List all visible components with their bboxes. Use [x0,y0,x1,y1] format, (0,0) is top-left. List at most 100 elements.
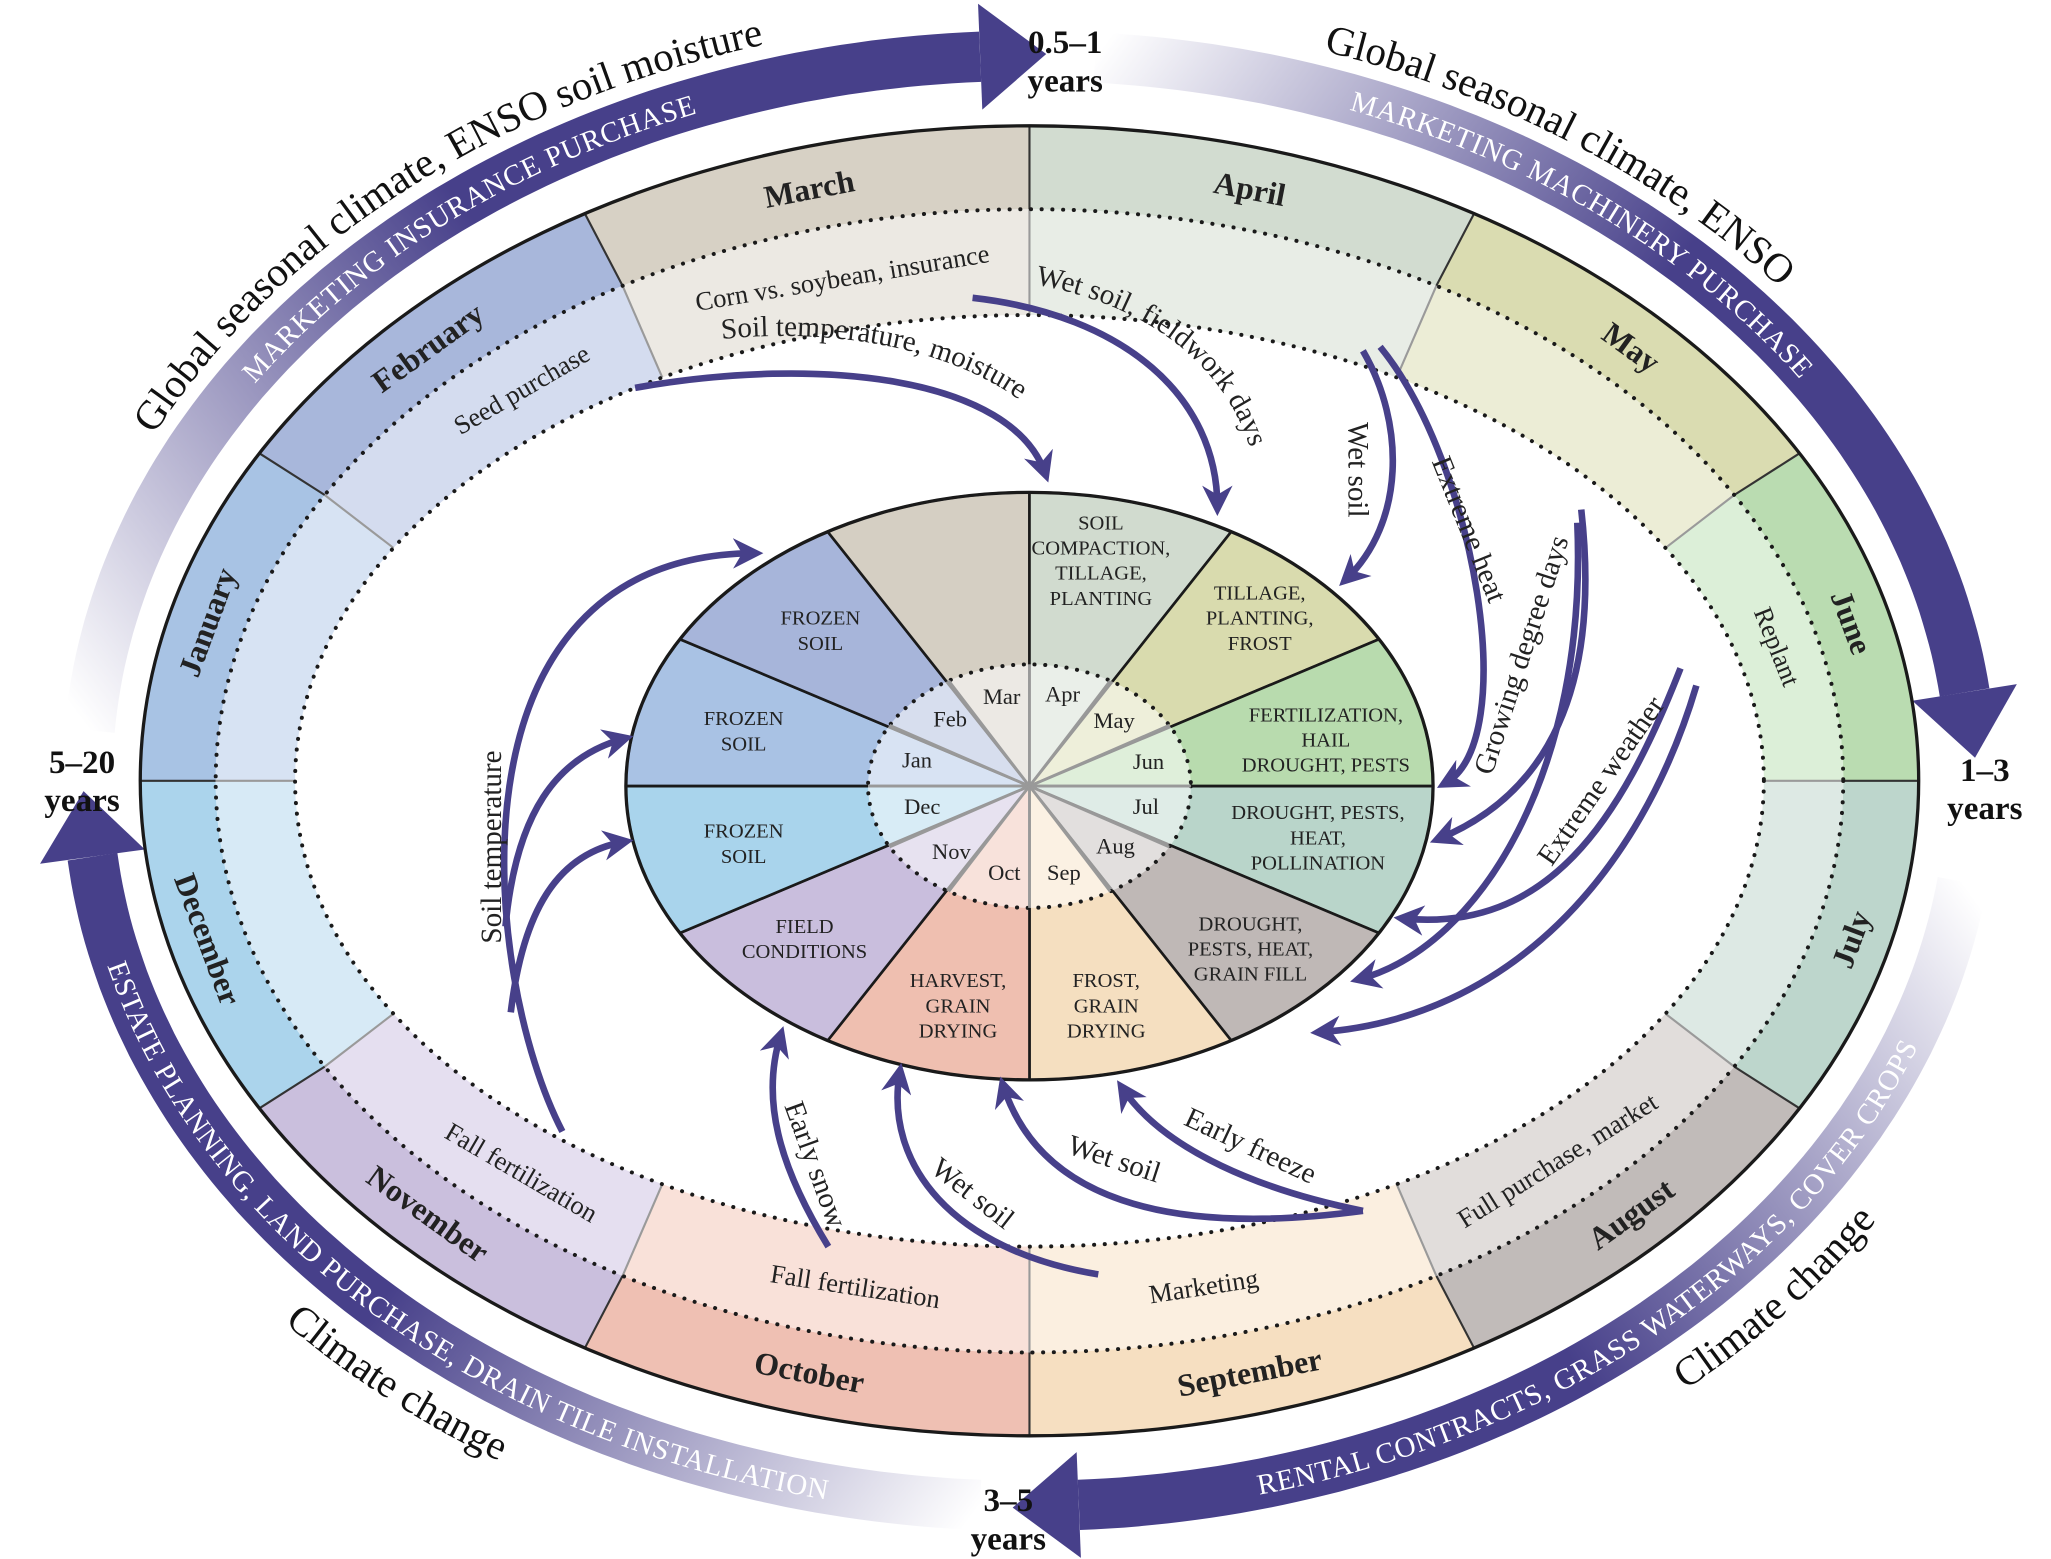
hazard-label-line: TILLAGE, [1214,583,1306,605]
influence-arrow [994,1076,1364,1223]
month-sector-january [140,453,394,781]
hazard-label-line: DROUGHT, [1199,913,1303,935]
hazard-label-line: HEAT, [1290,827,1346,849]
hazard-label: HARVEST, GRAIN DRYING [910,970,1007,1042]
month-divider [583,213,624,287]
hazard-label-line: DRYING [1067,1021,1146,1043]
hazard-label-line: CONDITIONS [742,941,867,963]
wheel-center-divider [889,784,1030,849]
month-band [584,1275,1030,1436]
arrow-band [67,852,982,1531]
month-abbreviation: Apr [1045,681,1080,706]
timescale-text: years [44,783,119,819]
hazard-label-line: GRAIN [926,995,991,1017]
wheel-center-divider [1028,785,1112,893]
month-sector-april [1029,125,1475,378]
month-abbreviation: Aug [1096,834,1135,859]
influence-arrow [502,729,634,927]
hazard-label-line: DROUGHT, PESTS, [1231,802,1404,824]
influence-label-text: Soil temperature, moisture [720,311,1034,406]
influence-arrow [881,1062,1099,1278]
month-abbreviation: Mar [983,684,1021,709]
hazard-label-line: SOIL [798,633,844,655]
hazard-label-line: SOIL [721,733,767,755]
month-sector-may [1396,213,1800,548]
activity-divider [1664,1012,1735,1068]
activity-divider [1395,1183,1438,1277]
month-sector-june [1665,453,1919,781]
month-band [1029,125,1475,286]
arrow-band [1077,877,1988,1531]
arrowhead-icon [40,791,145,864]
activity-band [324,1013,663,1276]
influence-arrow [500,538,764,1134]
timescale-text: 5–20 [49,745,115,781]
arrowhead-icon [978,3,1047,110]
activity-divider [621,285,664,378]
hazard-label-line: PESTS, HEAT, [1188,938,1313,960]
month-band [1436,213,1800,496]
hazard-label-line: GRAIN FILL [1194,964,1307,986]
timescale-text: 3–5 [983,1483,1033,1519]
activity-divider [324,1012,395,1068]
activity-divider [324,494,395,549]
month-divider [258,1065,326,1110]
timescale-text: years [971,1522,1046,1558]
month-band [1436,1066,1800,1349]
influence-arrow [634,370,1053,483]
hazard-label-line: GRAIN [1074,995,1139,1017]
hazard-label-line: DRYING [919,1021,998,1043]
month-abbreviation: Nov [932,839,971,864]
hazard-label-line: PLANTING [1050,588,1153,610]
activity-band [215,780,394,1067]
influence-arrow [1377,344,1487,788]
hazard-label-line: SOIL [1078,512,1124,534]
ring-dotted-divider [213,207,1846,1355]
month-abbreviation: Dec [904,794,940,819]
activity-divider [1395,285,1438,378]
month-abbreviation: Jan [902,748,932,773]
month-abbreviation: Jun [1133,749,1164,774]
month-abbreviation: May [1094,708,1136,733]
influence-label: Extreme heat [1425,452,1512,607]
wheel-center-divider [1028,784,1170,849]
influence-arrow [1393,667,1684,936]
activity-band [1665,780,1844,1067]
month-sector-september [1029,1184,1475,1436]
month-sector-july [1665,780,1919,1109]
month-abbreviation: Feb [933,707,967,732]
month-divider [583,1275,624,1349]
month-band [1029,1275,1475,1436]
hazard-label-line: DROUGHT, PESTS [1242,755,1410,777]
timescale-text: years [1028,63,1103,99]
timescale-text: 1–3 [1960,753,2010,789]
influence-label: Wet soil [1342,422,1374,517]
influence-arrow [759,1026,832,1249]
hazard-label-line: PLANTING, [1206,608,1314,630]
activity-band [215,495,394,781]
arrow-band [1093,32,1990,697]
month-band [259,213,623,496]
activity-band [1396,1013,1735,1276]
hazard-label: DROUGHT, PESTS, HEAT, GRAIN FILL [1188,913,1313,985]
influence-arrow [1339,349,1397,587]
timescale-text: 0.5–1 [1028,25,1102,61]
activity-band [1665,495,1844,781]
month-band [140,780,325,1109]
wheel-outline [624,490,1435,1082]
hazard-label-line: FROZEN [704,821,784,843]
activity-divider [1664,494,1735,549]
wheel-center-divider [947,785,1031,893]
hazard-label-line: POLLINATION [1251,852,1386,874]
influence-arrow [1350,522,1582,989]
month-band [584,125,1030,286]
hazard-label-line: HARVEST, [910,970,1007,992]
